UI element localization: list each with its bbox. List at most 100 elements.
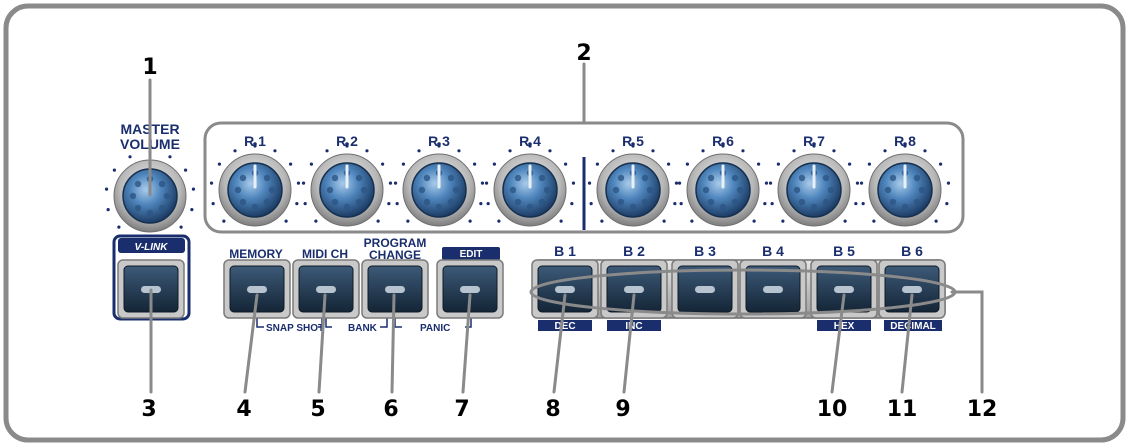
knob-grip — [514, 198, 522, 206]
knob-grip — [418, 186, 426, 194]
program-change-label-line1: PROGRAM — [364, 236, 427, 250]
knob-grip — [617, 174, 625, 182]
knob-grip — [268, 186, 276, 194]
scale-dot — [484, 181, 489, 185]
knob-r7[interactable]: R 7 — [768, 133, 860, 227]
top-dot — [253, 142, 257, 146]
knob-grip — [822, 198, 830, 206]
memory-button[interactable] — [223, 259, 291, 319]
scale-dot — [284, 219, 288, 223]
bank-b1-label: B 1 — [554, 243, 576, 259]
knob-r5[interactable]: R 5 — [587, 133, 679, 227]
edit-button[interactable] — [436, 259, 504, 319]
scale-dot — [492, 162, 497, 166]
scale-dot — [756, 162, 761, 166]
scale-dot — [946, 181, 951, 185]
bank-b3-label: B 3 — [694, 243, 716, 259]
leader-lines — [148, 62, 984, 394]
bank-button-b4[interactable] — [739, 259, 807, 319]
bank-button-b3[interactable] — [671, 259, 739, 319]
scale-dot — [563, 162, 568, 166]
knob-r6[interactable]: R 6 — [677, 133, 769, 227]
knob-r3-label: R 3 — [428, 133, 450, 149]
scale-dot — [190, 207, 194, 212]
scale-dot — [589, 201, 593, 206]
knob-grip — [239, 174, 247, 182]
scale-dot — [191, 187, 196, 191]
scale-dot — [387, 201, 391, 206]
scale-dot — [752, 219, 756, 223]
knob-grip — [641, 174, 649, 182]
knob-r7-label: R 7 — [803, 133, 825, 149]
knob-grip — [355, 174, 363, 182]
decimal-label: DECIMAL — [890, 321, 936, 332]
callout-6: 6 — [383, 397, 398, 422]
bank-button-b1[interactable] — [531, 259, 599, 319]
scale-dot — [222, 219, 226, 223]
knob-r2[interactable]: R 2 — [301, 133, 393, 227]
scale-dot — [832, 149, 836, 153]
scale-dot — [701, 149, 705, 153]
scale-dot — [677, 181, 682, 185]
scale-dot — [571, 181, 576, 185]
callout-7: 7 — [454, 397, 469, 422]
scale-dot — [674, 181, 679, 185]
button-led — [902, 286, 922, 293]
scale-dot — [662, 219, 666, 223]
scale-dot — [217, 162, 222, 166]
midi-ch-button[interactable] — [292, 259, 360, 319]
scale-dot — [855, 181, 860, 185]
scale-dot — [233, 149, 237, 153]
knob-grip — [514, 174, 522, 182]
knob-r8[interactable]: R 8 — [859, 133, 951, 227]
callout-3: 3 — [141, 397, 156, 422]
knob-grip — [239, 198, 247, 206]
knob-grip — [526, 203, 534, 211]
button-led — [834, 286, 854, 293]
vlink-badge — [118, 238, 185, 253]
program-change-label-line2: CHANGE — [369, 248, 421, 262]
inc-label: INC — [625, 321, 642, 332]
scale-dot — [854, 201, 858, 206]
scale-dot — [923, 149, 927, 153]
knob-grip — [827, 186, 835, 194]
top-dot — [721, 142, 725, 146]
inc-badge — [607, 320, 661, 331]
scale-dot — [945, 201, 949, 206]
bank-label: BANK — [348, 323, 378, 334]
top-dot — [528, 142, 532, 146]
knob-grip — [326, 186, 334, 194]
scale-dot — [651, 149, 655, 153]
knob-grip — [629, 203, 637, 211]
scale-dot — [867, 162, 872, 166]
top-dot — [812, 142, 816, 146]
knob-r4[interactable]: R 4 — [484, 133, 576, 227]
knob-grip — [913, 174, 921, 182]
knob-grip — [234, 186, 242, 194]
scale-dot — [861, 201, 865, 206]
knob-grip — [146, 209, 154, 217]
snap-shot-label: SNAP SHOT — [266, 323, 324, 334]
scale-dot — [611, 149, 615, 153]
panel-frame — [3, 3, 1126, 443]
knob-grip — [447, 174, 455, 182]
knob-grip — [134, 204, 142, 212]
decimal-badge — [884, 320, 942, 331]
scale-dot — [843, 219, 847, 223]
knob-r1[interactable]: R 1 — [209, 133, 301, 227]
hex-badge — [817, 320, 871, 331]
knob-r1-label: R 1 — [244, 133, 266, 149]
scale-dot — [600, 219, 604, 223]
knob-grip — [538, 174, 546, 182]
scale-dot — [380, 162, 385, 166]
callout-8: 8 — [545, 397, 560, 422]
knob-grip — [617, 198, 625, 206]
knob-grip — [343, 203, 351, 211]
knob-r3[interactable]: R 3 — [393, 133, 485, 227]
scale-dot — [479, 201, 483, 206]
bank-b4-label: B 4 — [762, 243, 784, 259]
program-change-button[interactable] — [361, 259, 429, 319]
top-dot — [345, 142, 349, 146]
scale-dot — [679, 201, 683, 206]
